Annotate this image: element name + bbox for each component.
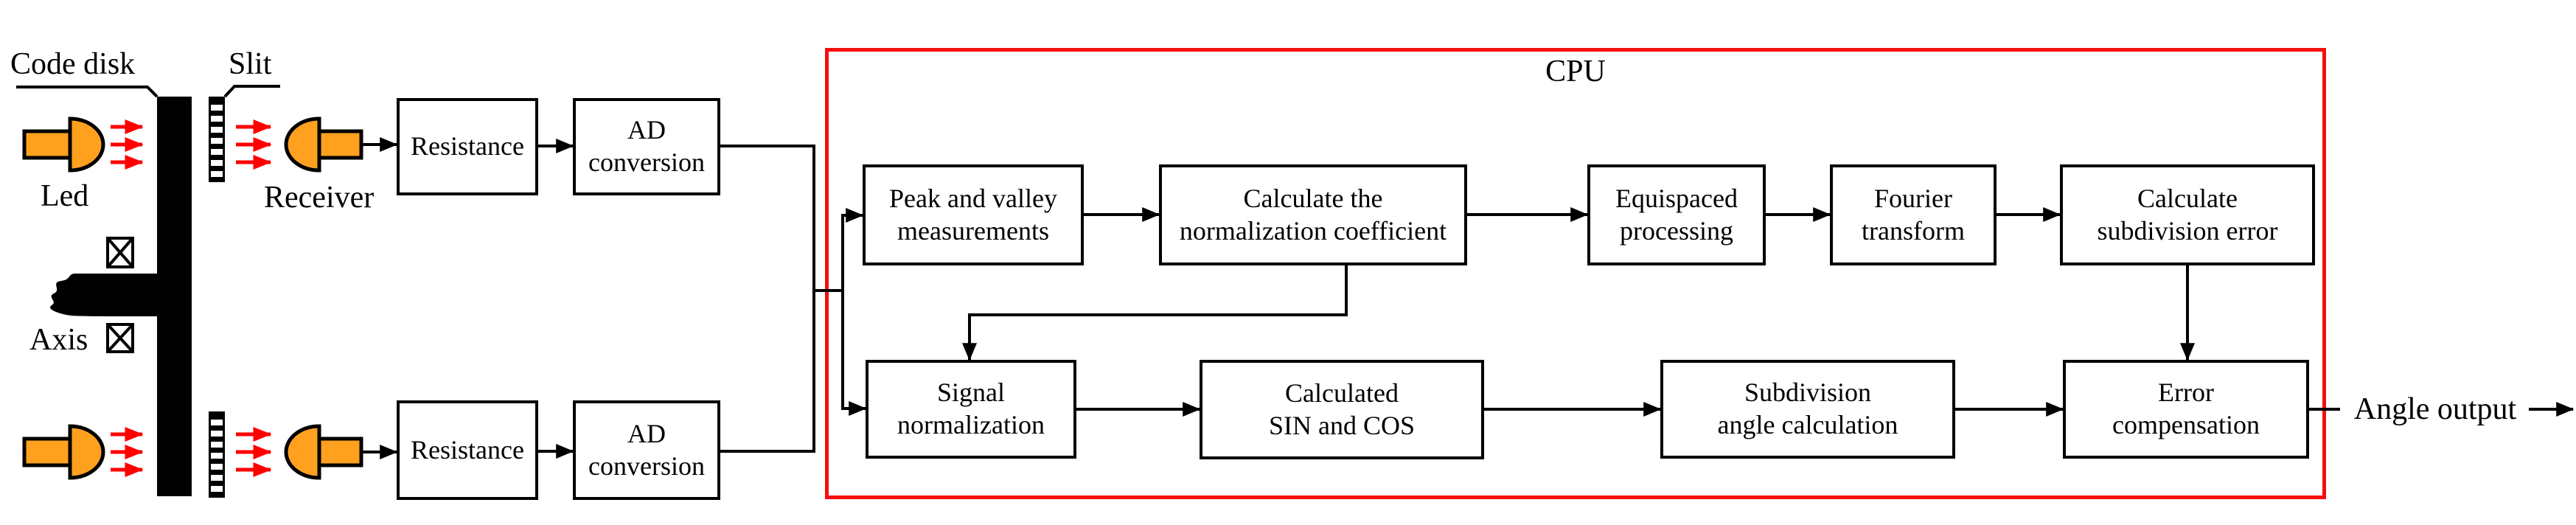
receiver-icon-bottom <box>284 424 363 480</box>
box-label-line: AD <box>627 418 666 448</box>
box-label-line: normalization coefficient <box>1179 215 1447 246</box>
box-calculate-normalization-coefficient: Calculate the normalization coefficient <box>1159 164 1467 265</box>
box-label-line: transform <box>1862 215 1965 246</box>
box-label-line: conversion <box>588 147 705 177</box>
box-label-line: Subdivision <box>1744 378 1872 408</box>
cpu-title: CPU <box>1545 55 1606 88</box>
box-label-line: normalization <box>897 410 1045 439</box>
box-label-line: measurements <box>897 215 1049 246</box>
slit-grating-bottom <box>209 411 225 498</box>
box-label-line: AD <box>627 115 666 145</box>
code-disk-bar <box>157 97 192 496</box>
wire-calcnorm-to-signal-norm-feedback <box>962 265 1348 361</box>
box-label-line: angle calculation <box>1717 410 1898 439</box>
wire-junction-to-signal-norm <box>841 291 867 416</box>
light-ray-arrows-top-emitter <box>111 119 144 170</box>
box-label-line: subdivision error <box>2097 215 2278 246</box>
axis-label: Axis <box>29 323 88 357</box>
receiver-label: Receiver <box>264 181 375 215</box>
box-subdivision-angle-calculation: Subdivision angle calculation <box>1660 360 1955 459</box>
box-label-line: Error <box>2158 378 2214 408</box>
box-label-line: Resistance <box>411 131 524 161</box>
wire-ad-bottom-to-junction <box>720 291 815 453</box>
slit-grating-top <box>209 97 225 182</box>
signal-connectors <box>361 137 2575 459</box>
led-label: Led <box>41 179 89 213</box>
box-label-line: Calculate <box>2137 183 2238 213</box>
box-label-line: processing <box>1620 215 1733 246</box>
box-signal-normalization: Signal normalization <box>866 360 1076 459</box>
axis-shaft <box>50 274 157 316</box>
box-label-line: conversion <box>588 451 705 481</box>
box-label-line: Calculate the <box>1243 183 1383 213</box>
code-disk-label: Code disk <box>10 47 136 81</box>
slit-label: Slit <box>229 47 272 81</box>
box-label-line: Signal <box>936 378 1005 408</box>
box-label-line: SIN and COS <box>1268 410 1416 440</box>
angle-output-label: Angle output <box>2353 392 2517 426</box>
box-fourier-transform: Fourier transform <box>1830 164 1997 265</box>
box-label-line: Calculated <box>1285 378 1399 408</box>
wire-ad-top-to-junction <box>720 145 815 291</box>
box-error-compensation: Error compensation <box>2063 360 2309 459</box>
box-resistance-bottom: Resistance <box>397 400 538 500</box>
led-icon-top <box>22 117 105 173</box>
box-label-line: Resistance <box>411 434 524 465</box>
box-label-line: Fourier <box>1874 183 1952 213</box>
code-disk-pointer-line <box>16 86 159 98</box>
box-label-line: Peak and valley <box>889 183 1057 213</box>
bearing-cross-symbol-top <box>106 237 134 268</box>
box-peak-valley-measurements: Peak and valley measurements <box>863 164 1084 265</box>
box-label-line: Equispaced <box>1615 183 1738 213</box>
box-calculated-sin-cos: Calculated SIN and COS <box>1200 360 1484 459</box>
light-ray-arrows-top-slit <box>236 119 272 170</box>
wire-junction-to-peak <box>841 208 864 291</box>
box-ad-conversion-bottom: AD conversion <box>573 400 720 500</box>
led-icon-bottom <box>22 424 105 480</box>
box-calculate-subdivision-error: Calculate subdivision error <box>2060 164 2315 265</box>
receiver-icon-top <box>284 117 363 173</box>
box-label-line: compensation <box>2112 410 2260 439</box>
box-equispaced-processing: Equispaced processing <box>1587 164 1766 265</box>
slit-pointer-line <box>223 85 280 98</box>
cpu-enclosure: CPU <box>825 48 2326 499</box>
bearing-cross-symbol-bottom <box>106 323 134 353</box>
box-resistance-top: Resistance <box>397 98 538 195</box>
box-ad-conversion-top: AD conversion <box>573 98 720 195</box>
light-ray-arrows-bottom-emitter <box>111 427 144 477</box>
light-ray-arrows-bottom-slit <box>236 427 272 477</box>
